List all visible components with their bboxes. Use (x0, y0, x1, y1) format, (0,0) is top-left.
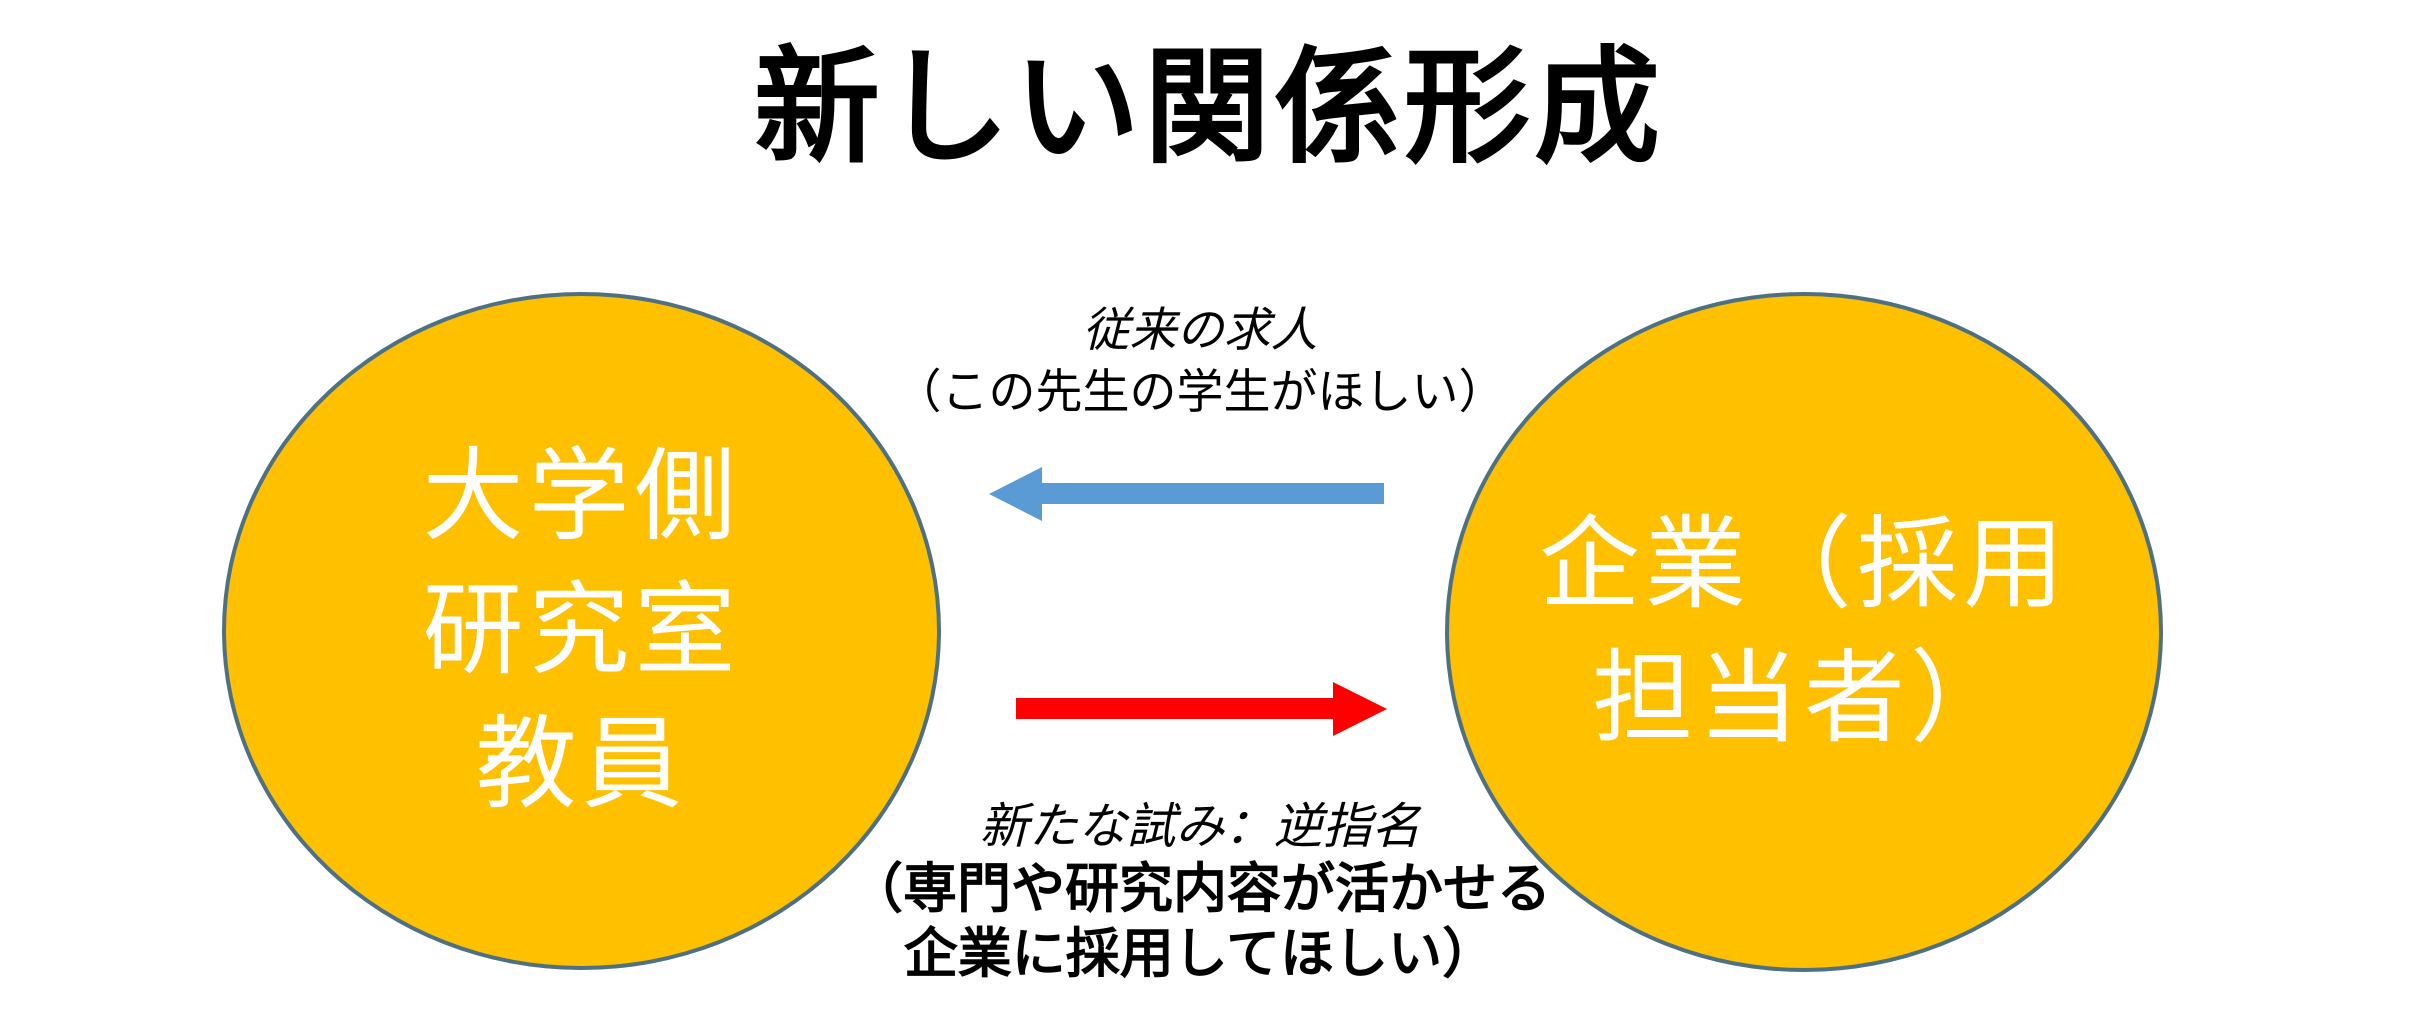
red-right-arrow-head-icon (1333, 682, 1387, 736)
university-circle-label: 大学側 研究室 教員 (422, 430, 740, 833)
traditional-recruitment-detail: （この先生の学生がほしい） (894, 365, 1506, 419)
page-title: 新しい関係形成 (754, 37, 1664, 178)
blue-left-arrow-shaft (1041, 483, 1384, 504)
company-label-line-2: 担当者） (1591, 643, 2016, 755)
company-circle: 企業（採用 担当者） (1445, 292, 2163, 972)
company-label-line-1: 企業（採用 (1538, 508, 2069, 621)
red-right-arrow-shaft (1016, 698, 1334, 719)
blue-left-arrow-head-icon (989, 467, 1042, 521)
university-label-line-3: 教員 (475, 709, 688, 822)
company-circle-label: 企業（採用 担当者） (1539, 498, 2069, 767)
reverse-nomination-detail-2: 企業に採用してほしい） (903, 924, 1497, 985)
reverse-nomination-detail-1: （専門や研究内容が活かせる (849, 859, 1551, 920)
university-label-line-1: 大学側 (422, 440, 741, 553)
university-label-line-2: 研究室 (422, 574, 741, 687)
reverse-nomination-title: 新たな試み：逆指名 (979, 798, 1421, 855)
traditional-recruitment-title: 従来の求人 (1082, 303, 1318, 358)
university-circle: 大学側 研究室 教員 (222, 292, 941, 970)
traditional-recruitment-label: 従来の求人 （この先生の学生がほしい） (810, 300, 1590, 422)
reverse-nomination-label: 新たな試み：逆指名 （専門や研究内容が活かせる 企業に採用してほしい） (795, 796, 1605, 987)
